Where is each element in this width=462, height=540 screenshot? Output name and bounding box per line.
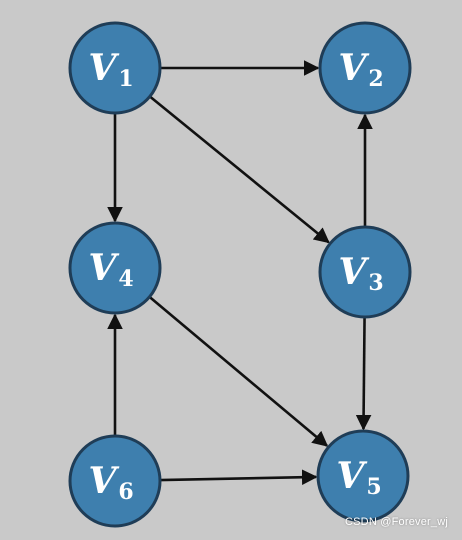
edge-v4-v5 [148,295,329,447]
node-circle-v4 [68,221,162,315]
node-v3: V3 [318,225,412,319]
node-label-sub-v5: 5 [366,474,381,500]
node-label-sub-v4: 4 [118,266,133,292]
node-label-main-v6: V [88,460,119,502]
node-label-main-v5: V [336,455,367,497]
node-label-main-v1: V [88,47,119,89]
edges-layer [107,60,373,486]
node-v6: V6 [68,434,162,528]
watermark-text: CSDN @Forever_wj [345,516,448,528]
node-label-sub-v2: 2 [368,66,383,92]
node-v2: V2 [318,21,412,115]
node-label-v2: V2 [338,47,383,92]
node-v4: V4 [68,221,162,315]
node-label-v4: V4 [88,247,133,292]
node-label-v1: V1 [88,47,133,92]
node-circle-v1 [68,21,162,115]
node-circle-v6 [68,434,162,528]
node-label-main-v2: V [338,47,369,89]
node-label-sub-v6: 6 [118,479,133,505]
node-label-sub-v3: 3 [368,270,383,296]
node-label-main-v4: V [88,247,119,289]
node-v5: V5 [316,429,410,523]
node-label-v3: V3 [338,251,383,296]
node-circle-v3 [318,225,412,319]
node-label-v5: V5 [336,455,381,500]
node-label-sub-v1: 1 [118,66,133,92]
edge-v3-v5 [355,316,372,431]
node-circle-v2 [318,21,412,115]
edge-v6-v5 [159,469,318,486]
node-circle-v5 [316,429,410,523]
node-label-main-v3: V [338,251,369,293]
edge-v1-v3 [149,95,330,244]
node-v1: V1 [68,21,162,115]
node-label-v6: V6 [88,460,133,505]
